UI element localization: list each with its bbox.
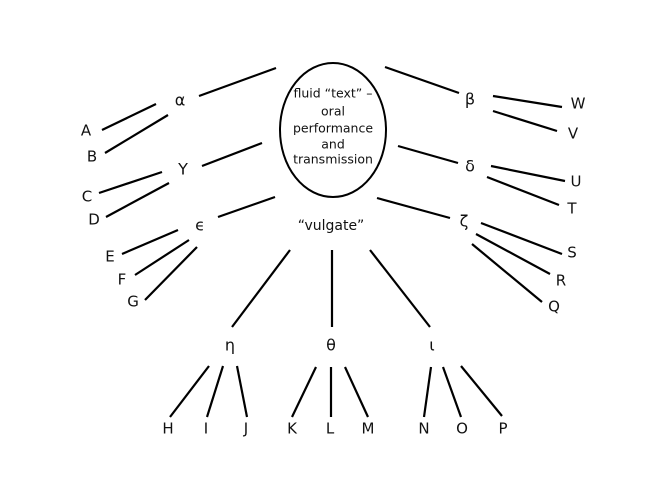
edge-epsilon-G [144, 246, 198, 301]
node-gamma: Y [177, 160, 188, 179]
edge-eta-J [235, 365, 249, 418]
center-line: oral [321, 104, 345, 119]
edge-zeta-Q [471, 243, 543, 303]
node-theta: θ [326, 336, 336, 355]
center-ellipse [279, 62, 387, 198]
leaf-E: E [105, 248, 114, 266]
leaf-D: D [88, 211, 100, 229]
edge-theta-M [344, 366, 369, 418]
center-line: transmission [293, 152, 373, 167]
edge-gamma-C [98, 170, 163, 195]
edge-center-beta [384, 65, 460, 95]
edges [98, 65, 566, 418]
leaf-R: R [556, 272, 566, 290]
leaf-W: W [571, 95, 586, 113]
node-epsilon: ϵ [195, 216, 205, 235]
edge-vulgate-iota [369, 249, 431, 328]
edge-alpha-B [104, 114, 169, 154]
leaf-N: N [418, 420, 429, 438]
edge-iota-P [460, 365, 503, 417]
edge-center-epsilon [217, 195, 276, 219]
leaf-Q: Q [548, 298, 560, 316]
vulgate-label: “vulgate” [298, 218, 365, 234]
edge-vulgate-eta [231, 249, 291, 328]
leaf-O: O [456, 420, 468, 438]
edge-epsilon-F [134, 239, 190, 276]
leaf-U: U [571, 173, 582, 191]
leaf-H: H [162, 420, 173, 438]
edge-delta-T [486, 175, 560, 207]
leaf-L: L [326, 420, 335, 438]
edge-center-alpha [198, 66, 277, 98]
center-line: and [321, 137, 345, 152]
leaf-I: I [204, 420, 208, 438]
node-alpha: α [175, 91, 186, 110]
leaf-B: B [87, 148, 97, 166]
leaf-F: F [118, 271, 127, 289]
edge-delta-U [490, 164, 566, 183]
leaf-A: A [81, 122, 92, 140]
leaf-P: P [498, 420, 507, 438]
edge-iota-O [441, 366, 463, 418]
edge-eta-I [205, 365, 225, 418]
leaf-K: K [287, 420, 298, 438]
leaf-V: V [568, 125, 579, 143]
leaf-J: J [243, 420, 248, 438]
edge-center-zeta [376, 196, 451, 220]
edge-beta-V [492, 109, 558, 133]
edge-center-delta [397, 144, 459, 165]
node-beta: β [465, 90, 475, 109]
node-zeta: ζ [460, 212, 469, 231]
edge-gamma-D [105, 182, 170, 218]
edge-epsilon-E [121, 228, 179, 256]
edge-center-gamma [201, 141, 263, 168]
edge-alpha-A [101, 103, 157, 131]
leaf-C: C [82, 188, 92, 206]
edge-beta-W [492, 94, 563, 109]
center-line: performance [293, 121, 373, 136]
node-delta: δ [465, 157, 475, 176]
edge-eta-H [169, 365, 210, 418]
edge-iota-N [422, 366, 433, 418]
edge-zeta-R [475, 233, 551, 275]
node-iota: ι [429, 336, 434, 355]
leaf-M: M [362, 420, 375, 438]
center-line: fluid “text” – [293, 86, 372, 101]
node-eta: η [225, 336, 235, 355]
edge-zeta-S [480, 221, 563, 256]
leaf-S: S [567, 244, 577, 262]
edge-theta-K [291, 366, 317, 418]
leaf-T: T [566, 200, 577, 218]
leaf-G: G [127, 293, 139, 311]
center-text: fluid “text” – oral performance and tran… [293, 86, 373, 167]
